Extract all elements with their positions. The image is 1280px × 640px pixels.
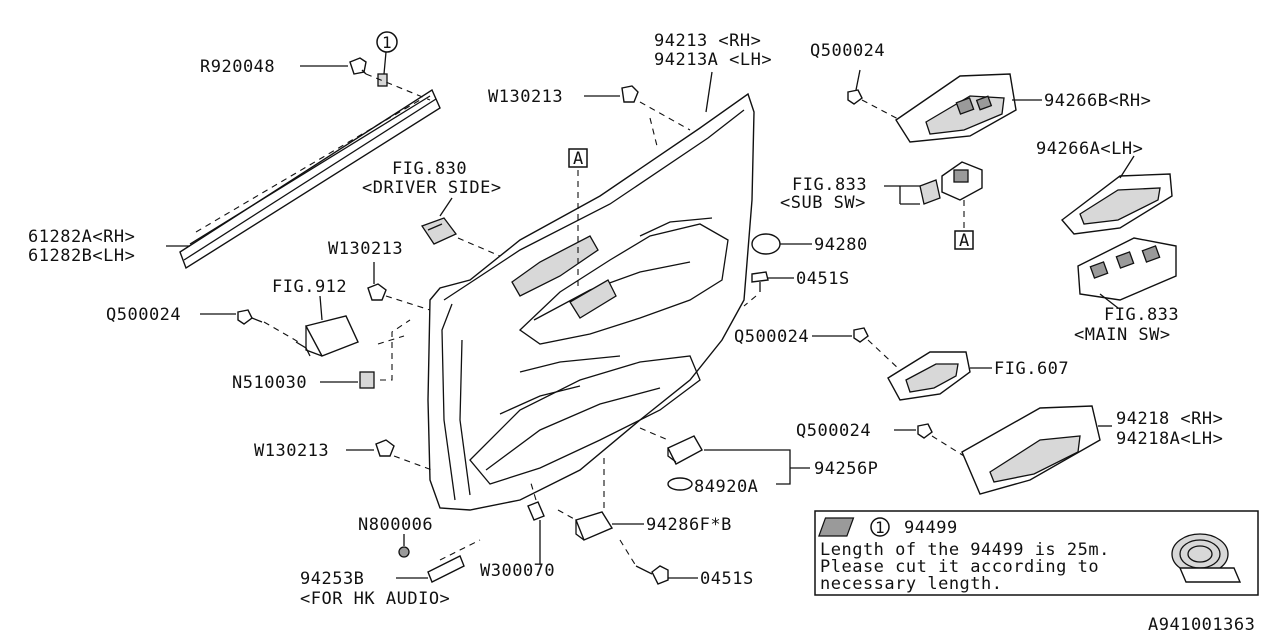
label-94218a: 94218A<LH> (1116, 429, 1223, 449)
94280-cap (751, 233, 812, 255)
label-94286fb: 94286F*B (646, 515, 732, 535)
94218-pocket (961, 405, 1112, 495)
label-w130213-top: W130213 (488, 87, 563, 107)
label-q500024-low: Q500024 (796, 421, 871, 441)
label-fig833-main2: <MAIN SW> (1074, 325, 1171, 345)
label-fig830: FIG.830 (392, 159, 467, 179)
label-w300070: W300070 (480, 561, 555, 581)
note-line-3: necessary length. (820, 574, 1003, 594)
fig607-handle (887, 351, 992, 401)
label-q500024-left: Q500024 (106, 305, 181, 325)
label-fig833-sub2: <SUB SW> (780, 193, 866, 213)
label-fig607: FIG.607 (994, 359, 1069, 379)
label-q500024-mid: Q500024 (734, 327, 809, 347)
label-94280: 94280 (814, 235, 868, 255)
label-r920048: R920048 (200, 57, 275, 77)
diagram-id: A941001363 (1148, 615, 1255, 635)
n510030-nut (320, 319, 411, 389)
label-0451s-top: 0451S (796, 269, 850, 289)
label-61282a: 61282A<RH> (28, 227, 135, 247)
a-marker-door-label: A (573, 149, 584, 169)
w130213-mid-clip (367, 262, 431, 311)
w130213-top-clip (584, 85, 691, 151)
label-94218: 94218 <RH> (1116, 409, 1223, 429)
94256p-assembly (639, 427, 810, 491)
label-94253b: 94253B (300, 569, 364, 589)
label-w130213-mid: W130213 (328, 239, 403, 259)
label-61282b: 61282B<LH> (28, 246, 135, 266)
q500024-top-screw (847, 69, 901, 121)
a-marker-door: A (568, 148, 588, 290)
circle-1-marker: 1 (376, 31, 398, 75)
label-fig833-main: FIG.833 (1104, 305, 1179, 325)
label-n800006: N800006 (358, 515, 433, 535)
r920048-clip (349, 57, 431, 101)
label-84920a: 84920A (694, 477, 758, 497)
label-fig833-sub: FIG.833 (792, 175, 867, 195)
label-94253b-sub: <FOR HK AUDIO> (300, 589, 450, 609)
w300070-clip (527, 479, 545, 564)
label-n510030: N510030 (232, 373, 307, 393)
n800006-part (398, 534, 410, 558)
q500024-left-screw (200, 309, 303, 345)
94266b-switch-panel (895, 73, 1042, 143)
note-line-2: Please cut it according to (820, 557, 1099, 577)
label-fig912: FIG.912 (272, 277, 347, 297)
circle-1-label: 1 (382, 33, 392, 52)
label-q500024-top: Q500024 (810, 41, 885, 61)
note-part-number: 94499 (904, 518, 958, 538)
94286fb-bracket (557, 458, 644, 567)
label-94266a: 94266A<LH> (1036, 139, 1143, 159)
label-fig830-sub: <DRIVER SIDE> (362, 178, 502, 198)
label-w130213-low: W130213 (254, 441, 329, 461)
door-trim-panel (427, 92, 755, 511)
q500024-low-screw (894, 423, 965, 457)
94266a-switch-panel (1060, 155, 1173, 235)
fig833-main-switch (1077, 237, 1177, 309)
note-line-1: Length of the 94499 is 25m. (820, 540, 1110, 560)
label-94213: 94213 <RH> (654, 31, 761, 51)
belt-molding (179, 88, 441, 270)
tape-roll-icon (1171, 533, 1242, 583)
0451s-low-screw (635, 565, 698, 585)
a-marker-switch: A (954, 230, 974, 251)
fig830-switch (421, 197, 501, 257)
note-box: 1 94499 Length of the 94499 is 25m. Plea… (814, 510, 1259, 596)
label-94256p: 94256P (814, 459, 878, 479)
label-94266b: 94266B<RH> (1044, 91, 1151, 111)
tape-sample-icon (818, 517, 855, 537)
label-94213a: 94213A <LH> (654, 50, 772, 70)
fig912-module (295, 295, 359, 357)
fig833-sub-switch (884, 161, 983, 228)
a-marker-switch-label: A (959, 231, 970, 251)
w130213-low-clip (346, 439, 433, 471)
q500024-mid-screw (812, 327, 901, 371)
0451s-top-screw (743, 271, 794, 307)
note-circle-label: 1 (875, 518, 885, 537)
label-0451s-low: 0451S (700, 569, 754, 589)
94253b-part (396, 539, 481, 583)
